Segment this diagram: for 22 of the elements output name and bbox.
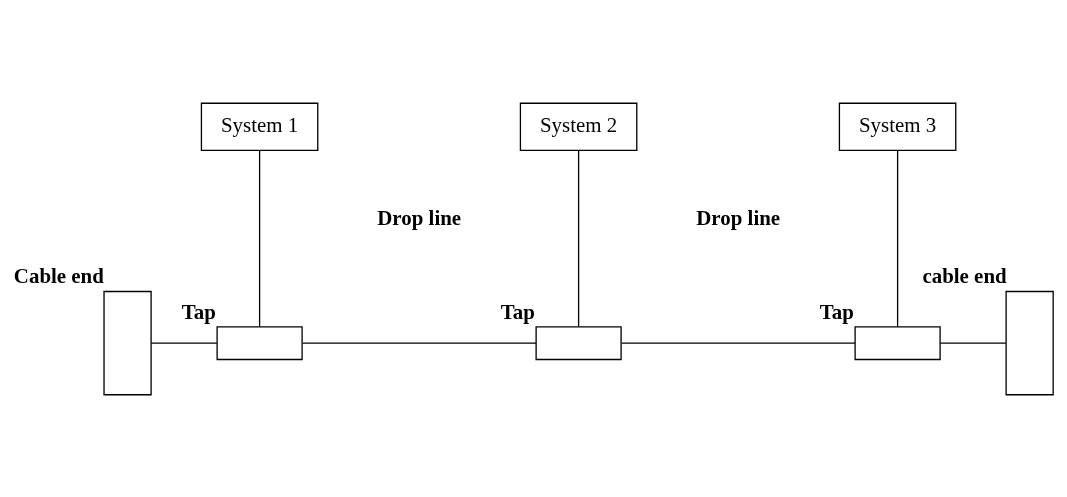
node-label: Tap	[181, 299, 216, 324]
label: Drop line	[377, 205, 462, 230]
node-label: Tap	[500, 299, 535, 324]
node-label: Cable end	[13, 263, 104, 288]
node-box	[1005, 290, 1054, 395]
node-box: System 2	[519, 102, 638, 151]
node-label: cable end	[922, 263, 1007, 288]
node-label: Tap	[819, 299, 854, 324]
connector	[939, 341, 1007, 344]
node-box	[216, 325, 303, 360]
node-box: System 3	[838, 102, 957, 151]
connector	[896, 149, 899, 327]
label: Drop line	[696, 205, 781, 230]
node-box	[854, 325, 941, 360]
node-box	[535, 325, 622, 360]
connector	[577, 149, 580, 327]
connector	[258, 149, 261, 327]
node-box: System 1	[200, 102, 319, 151]
connector	[301, 341, 537, 344]
node-box	[103, 290, 152, 395]
connector	[620, 341, 856, 344]
connector	[150, 341, 218, 344]
